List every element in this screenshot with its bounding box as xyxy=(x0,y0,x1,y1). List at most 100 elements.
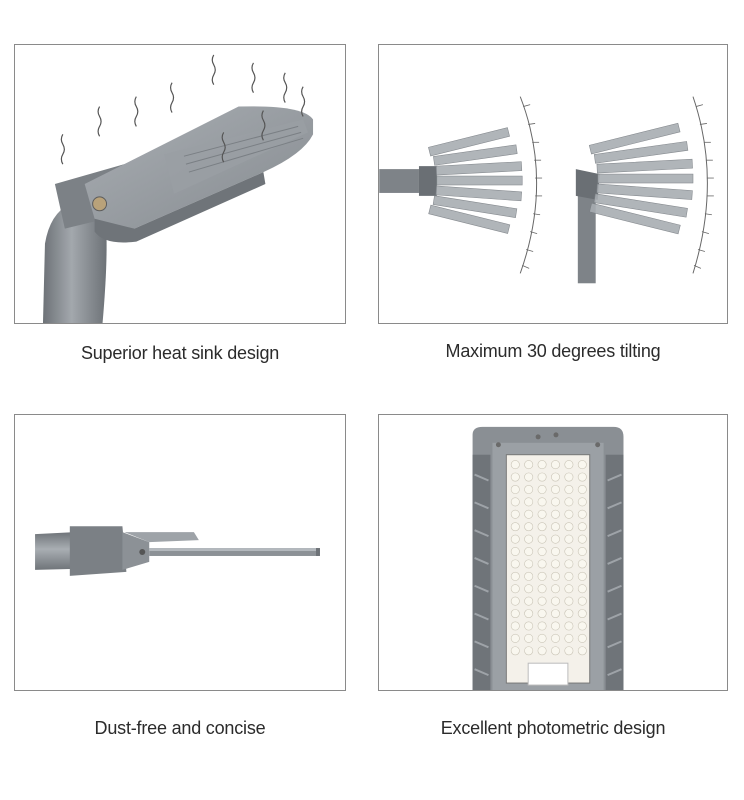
led-chip xyxy=(564,484,574,494)
led-chip xyxy=(577,621,587,631)
led-chip xyxy=(510,596,520,606)
tilt-illustration xyxy=(379,96,714,284)
led-chip xyxy=(551,460,560,470)
led-chip xyxy=(510,559,520,569)
led-chip xyxy=(577,522,587,532)
led-chip xyxy=(577,472,587,482)
led-chip xyxy=(577,596,587,606)
led-chip xyxy=(537,646,547,656)
led-chip xyxy=(524,522,534,532)
led-chip xyxy=(524,584,534,594)
led-chip xyxy=(577,460,587,470)
led-chip xyxy=(537,534,547,544)
led-chip xyxy=(524,472,534,482)
led-chip xyxy=(564,497,574,507)
led-chip xyxy=(564,609,574,619)
led-chip xyxy=(551,584,560,594)
led-chip xyxy=(537,497,547,507)
led-chip xyxy=(577,571,587,581)
led-chip xyxy=(510,460,520,470)
led-chip xyxy=(510,509,520,519)
caption-photometric: Excellent photometric design xyxy=(440,718,666,738)
led-chip xyxy=(524,460,534,470)
led-chip xyxy=(551,547,560,556)
feature-panel-tilting xyxy=(378,44,728,324)
led-chip xyxy=(524,547,534,556)
led-chip xyxy=(524,484,534,494)
led-chip xyxy=(510,646,520,656)
led-chip xyxy=(551,596,560,606)
side-profile-illustration xyxy=(35,526,320,576)
led-chip xyxy=(524,596,534,606)
led-chip xyxy=(577,646,587,656)
led-chip xyxy=(537,571,547,581)
led-chip xyxy=(564,534,574,544)
led-chip xyxy=(524,509,534,519)
led-chip xyxy=(551,609,560,619)
feature-panel-photometric xyxy=(378,414,728,691)
led-chip xyxy=(537,596,547,606)
led-chip xyxy=(551,571,560,581)
led-chip xyxy=(577,609,587,619)
led-chip xyxy=(537,584,547,594)
led-chip xyxy=(564,547,574,556)
led-chip xyxy=(524,646,534,656)
led-chip xyxy=(510,547,520,556)
led-module-illustration xyxy=(472,426,624,690)
led-chip xyxy=(551,497,560,507)
led-chip xyxy=(524,497,534,507)
led-chip xyxy=(524,534,534,544)
led-chip xyxy=(564,596,574,606)
heat-wave-icon xyxy=(60,54,306,165)
led-chip xyxy=(537,522,547,532)
led-chip xyxy=(510,621,520,631)
led-chip xyxy=(510,497,520,507)
led-chip xyxy=(564,646,574,656)
led-chip xyxy=(510,472,520,482)
led-chip xyxy=(537,509,547,519)
led-chip xyxy=(551,484,560,494)
led-chip xyxy=(577,484,587,494)
led-chip xyxy=(564,509,574,519)
led-chip xyxy=(551,509,560,519)
led-chip xyxy=(564,472,574,482)
led-chip xyxy=(510,633,520,643)
feature-panel-dust-free xyxy=(14,414,346,691)
caption-tilting: Maximum 30 degrees tilting xyxy=(445,341,661,361)
led-chip xyxy=(537,633,547,643)
led-chip xyxy=(577,633,587,643)
led-chip xyxy=(551,534,560,544)
led-chip xyxy=(564,522,574,532)
led-chip xyxy=(524,621,534,631)
led-chip xyxy=(564,460,574,470)
led-chip xyxy=(510,609,520,619)
led-chip xyxy=(564,571,574,581)
led-chip xyxy=(577,497,587,507)
led-chip xyxy=(537,460,547,470)
led-chip xyxy=(510,571,520,581)
led-chip xyxy=(524,571,534,581)
led-chip xyxy=(537,609,547,619)
led-chip xyxy=(551,559,560,569)
caption-dust-free: Dust-free and concise xyxy=(94,718,266,738)
led-chip xyxy=(551,621,560,631)
led-chip xyxy=(510,522,520,532)
led-chip xyxy=(577,559,587,569)
led-chip xyxy=(551,522,560,532)
led-chip xyxy=(537,559,547,569)
caption-heat-sink: Superior heat sink design xyxy=(80,343,280,363)
led-chip xyxy=(551,472,560,482)
led-chip xyxy=(537,547,547,556)
heat-sink-illustration xyxy=(42,54,314,323)
led-chip xyxy=(510,484,520,494)
led-chip xyxy=(524,609,534,619)
led-chip xyxy=(564,621,574,631)
led-chip xyxy=(577,534,587,544)
led-chip xyxy=(537,621,547,631)
feature-panel-heat-sink xyxy=(14,44,346,324)
led-chip xyxy=(537,484,547,494)
led-chip xyxy=(510,534,520,544)
led-chip xyxy=(537,472,547,482)
led-chip xyxy=(551,633,560,643)
led-chip xyxy=(564,633,574,643)
